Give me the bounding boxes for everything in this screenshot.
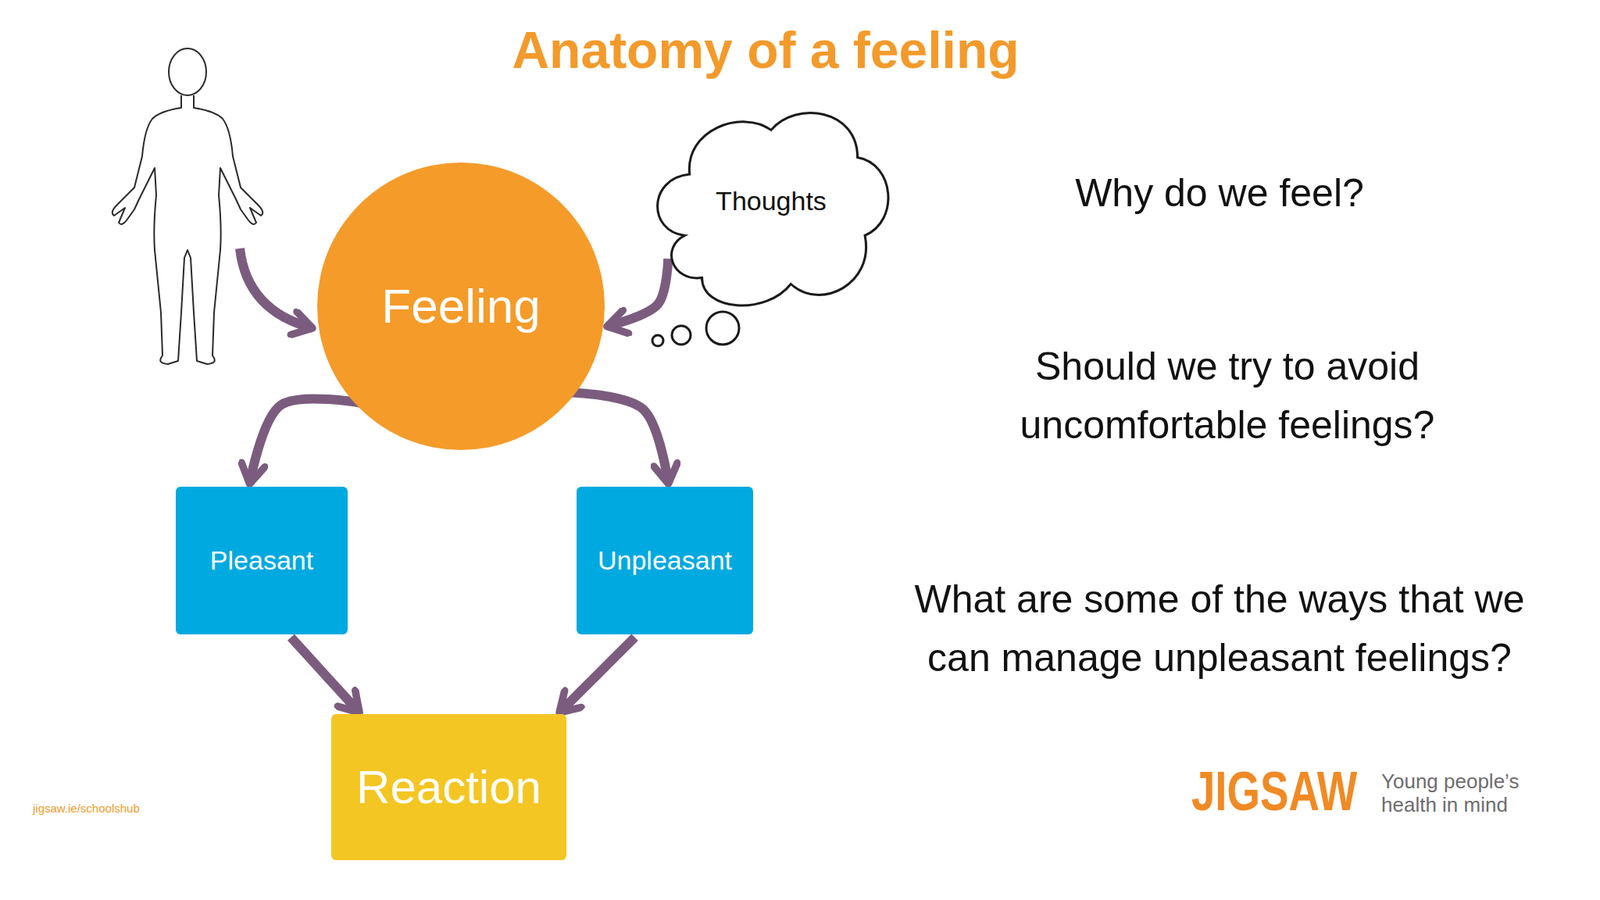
- flow-arrow: [607, 258, 668, 327]
- flow-arrow: [250, 398, 362, 484]
- thought-bubble: [706, 311, 740, 345]
- unpleasant-box: Unpleasant: [576, 486, 754, 635]
- logo-tagline: Young people’s health in mind: [1381, 769, 1546, 817]
- feeling-circle: Feeling: [317, 162, 605, 450]
- body-arrow: [239, 248, 313, 329]
- node-text: Reaction: [356, 759, 542, 816]
- node-text: Unpleasant: [597, 544, 733, 577]
- reaction-box: Reaction: [331, 714, 567, 861]
- footer-url: jigsaw.ie/schoolshub: [32, 801, 236, 816]
- thought-bubble: [671, 325, 691, 345]
- flow-arrow: [290, 637, 360, 713]
- flow-arrow: [571, 392, 669, 484]
- question: Why do we feel?: [899, 164, 1540, 223]
- node-text: Pleasant: [210, 544, 314, 577]
- pleasant-box: Pleasant: [175, 486, 348, 635]
- circle-fill: [317, 162, 605, 450]
- question: Should we try to avoid uncomfortable fee…: [977, 337, 1478, 455]
- thought-bubble: [652, 335, 664, 347]
- node-text: Thoughts: [715, 185, 827, 218]
- title: Anatomy of a feeling: [414, 19, 1118, 82]
- node-text: Feeling: [381, 277, 540, 336]
- logo-wordmark: JIGSAW: [1191, 761, 1375, 822]
- flow-arrow: [559, 637, 636, 713]
- question: What are some of the ways that we can ma…: [899, 570, 1540, 688]
- body-outline: [112, 95, 264, 365]
- cloud-outline: [657, 113, 889, 307]
- body-head: [168, 48, 207, 96]
- thought-cloud: Thoughts: [647, 104, 895, 316]
